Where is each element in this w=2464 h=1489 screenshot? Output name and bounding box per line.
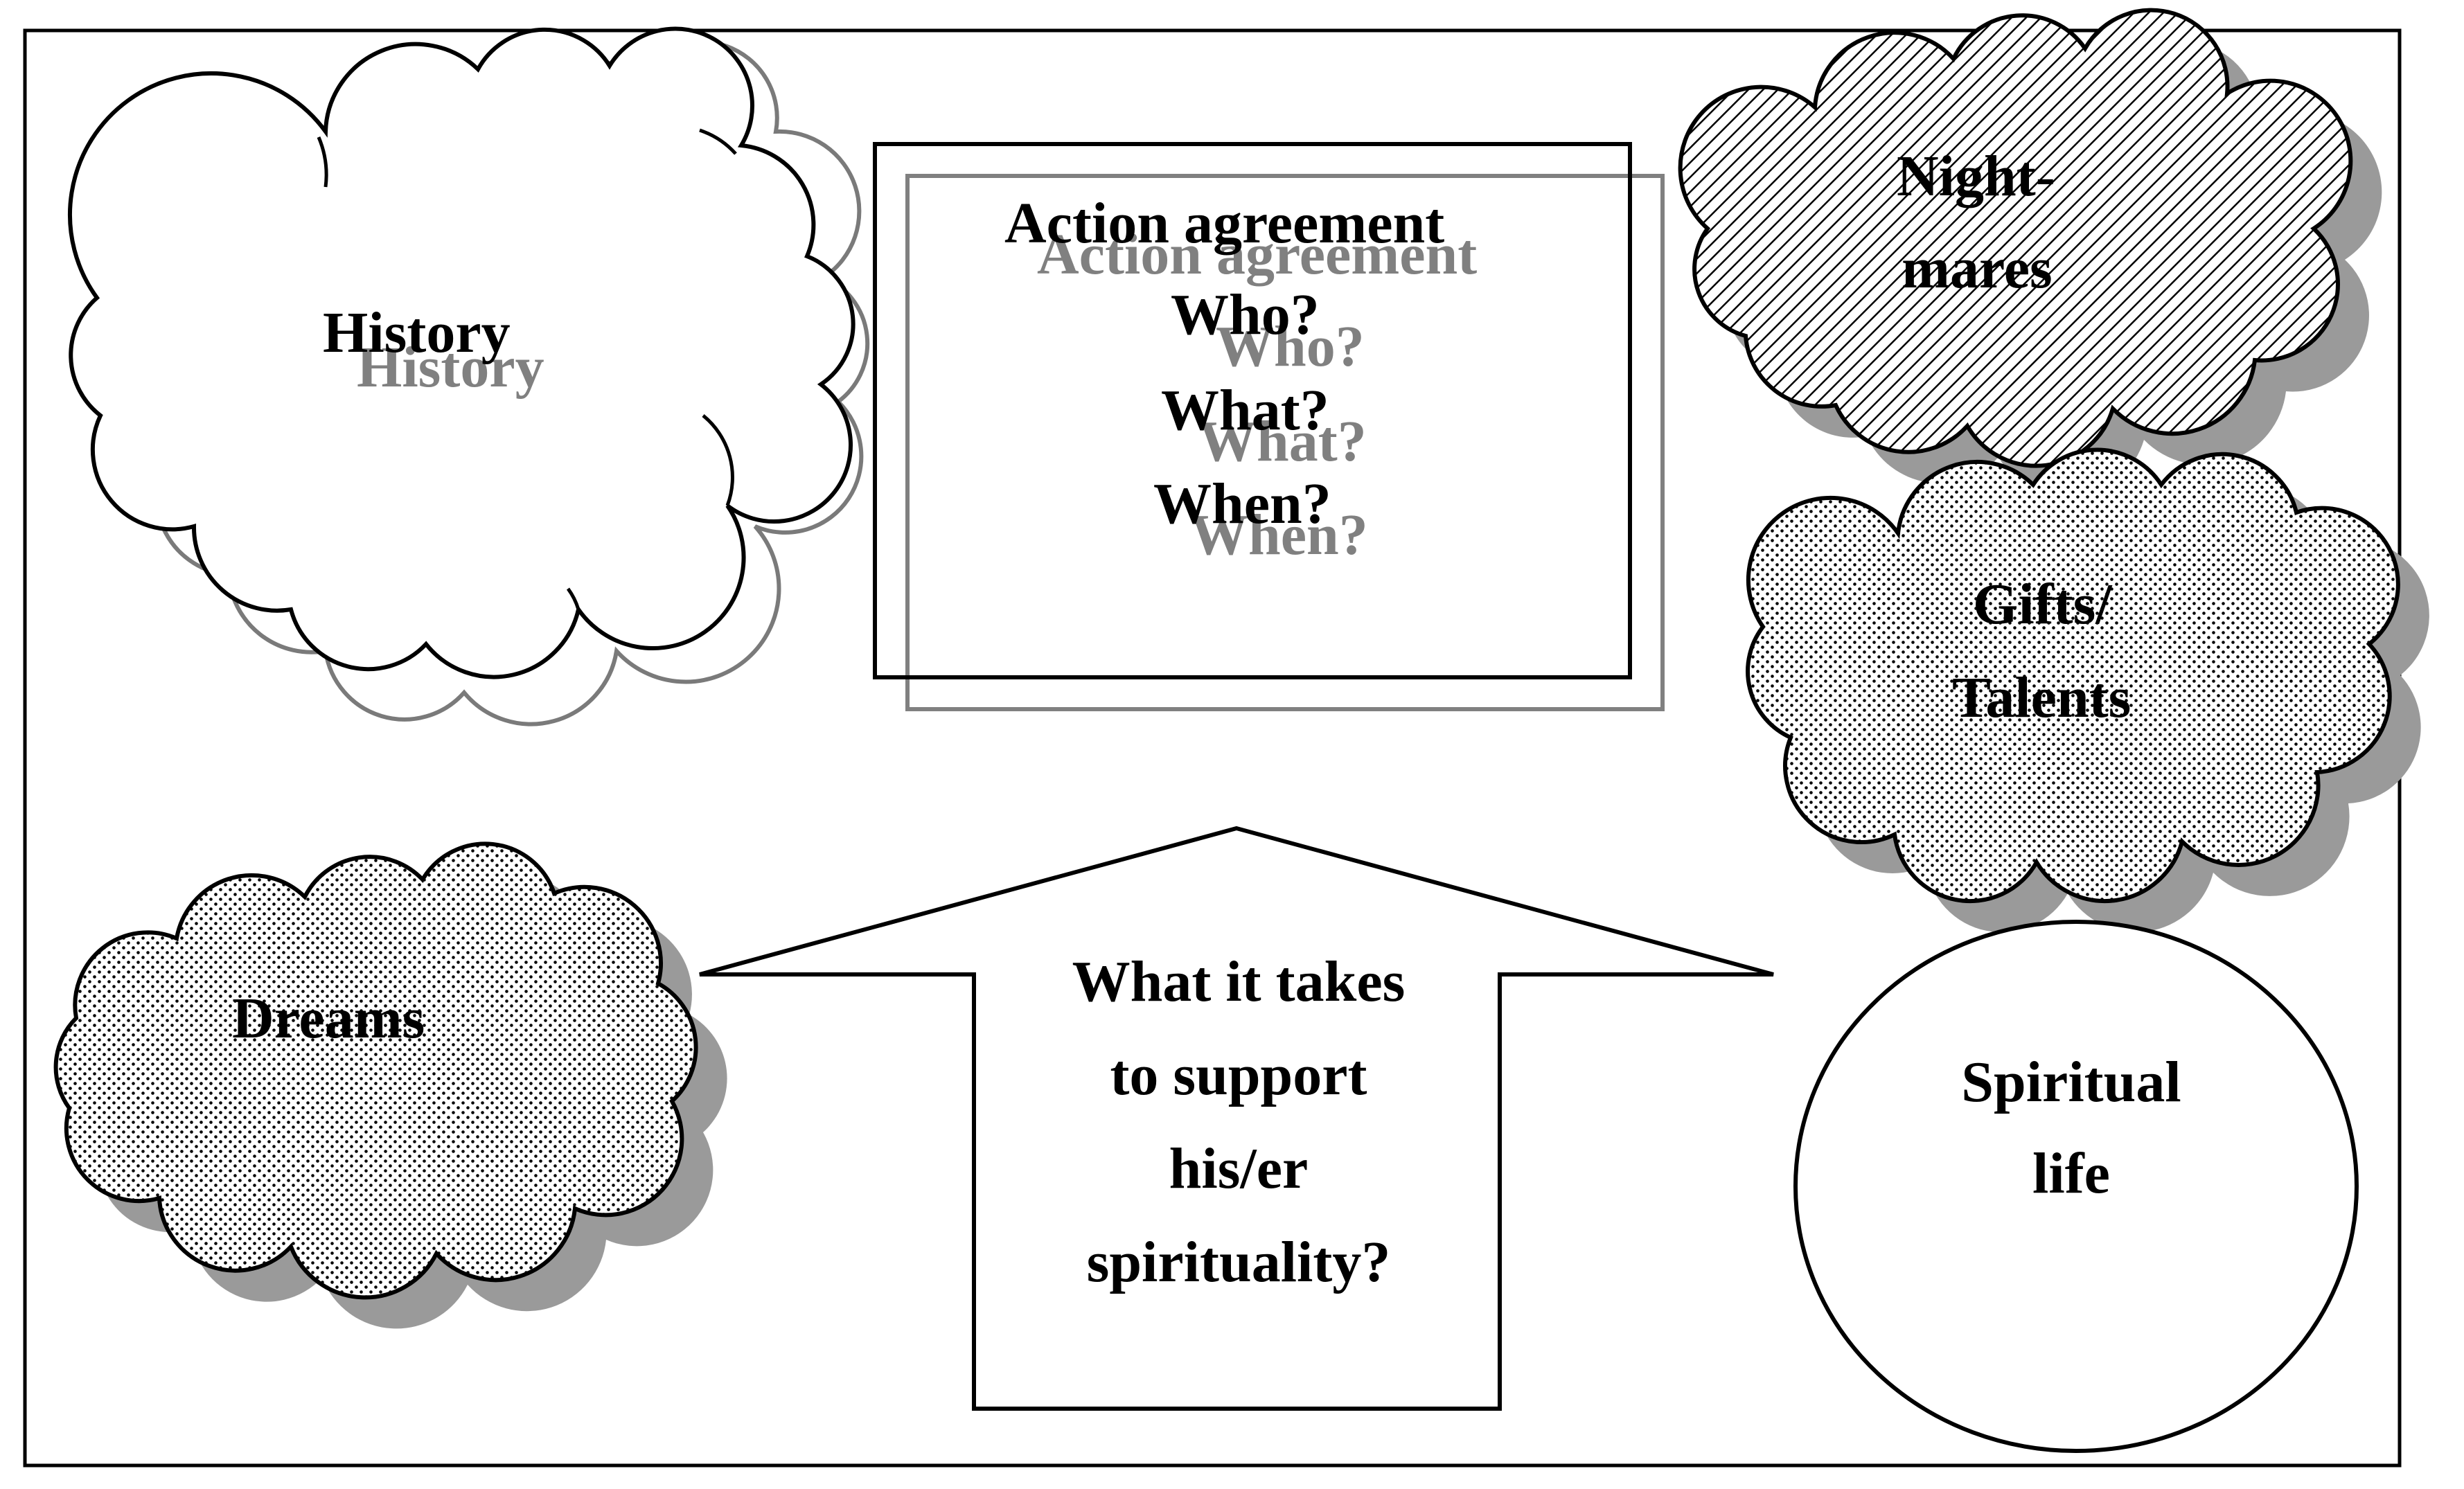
action-agreement-ghost-rect xyxy=(905,174,1665,711)
action-agreement-title: Action agreement xyxy=(1004,191,1444,256)
support-arrow-line1: What it takes xyxy=(1072,949,1406,1014)
spiritual-life-line1: Spiritual xyxy=(1961,1050,2181,1114)
nightmares-cloud-outline xyxy=(1678,8,2353,468)
support-arrow-shape xyxy=(699,826,1774,1411)
history-cloud: History History xyxy=(67,26,870,726)
history-cloud-outline xyxy=(67,26,856,679)
history-ghost-label: History xyxy=(357,335,544,400)
nightmares-label-line1: Night- xyxy=(1897,144,2055,208)
action-agreement-ghost-what: What? xyxy=(1198,409,1367,474)
action-agreement-ghost-when: When? xyxy=(1190,503,1368,567)
action-agreement-when: When? xyxy=(1153,472,1331,536)
action-agreement-what: What? xyxy=(1161,378,1329,443)
nightmares-label-line2: mares xyxy=(1902,236,2053,301)
action-agreement-ghost-who: Who? xyxy=(1216,314,1365,379)
dreams-cloud-outline xyxy=(53,841,698,1300)
history-label: History xyxy=(323,301,511,365)
history-cloud-inner-arcs xyxy=(317,128,737,610)
spiritual-life-line2: life xyxy=(2032,1141,2110,1206)
action-agreement-who: Who? xyxy=(1171,283,1320,347)
action-agreement-box: Action agreement Who? What? When? Action… xyxy=(873,142,1665,711)
gifts-talents-label-line2: Talents xyxy=(1952,666,2131,730)
action-agreement-rect xyxy=(873,142,1632,679)
nightmares-cloud: Night- mares xyxy=(1678,8,2382,497)
support-arrow-line2: to support xyxy=(1110,1043,1367,1107)
dreams-cloud: Dreams xyxy=(53,841,727,1329)
dreams-label: Dreams xyxy=(232,986,425,1051)
gifts-talents-label-line1: Gifts/ xyxy=(1973,572,2113,636)
gifts-talents-cloud-outline xyxy=(1746,447,2400,904)
spiritual-life-outline xyxy=(1793,920,2359,1453)
support-arrow: What it takes to support his/er spiritua… xyxy=(699,826,1774,1411)
support-arrow-line3: his/er xyxy=(1169,1136,1309,1201)
action-agreement-ghost-title: Action agreement xyxy=(1037,222,1477,287)
spiritual-life-circle: Spiritual life xyxy=(1793,920,2359,1453)
support-arrow-line4: spirituality? xyxy=(1087,1230,1391,1294)
gifts-talents-cloud: Gifts/ Talents xyxy=(1746,447,2429,933)
